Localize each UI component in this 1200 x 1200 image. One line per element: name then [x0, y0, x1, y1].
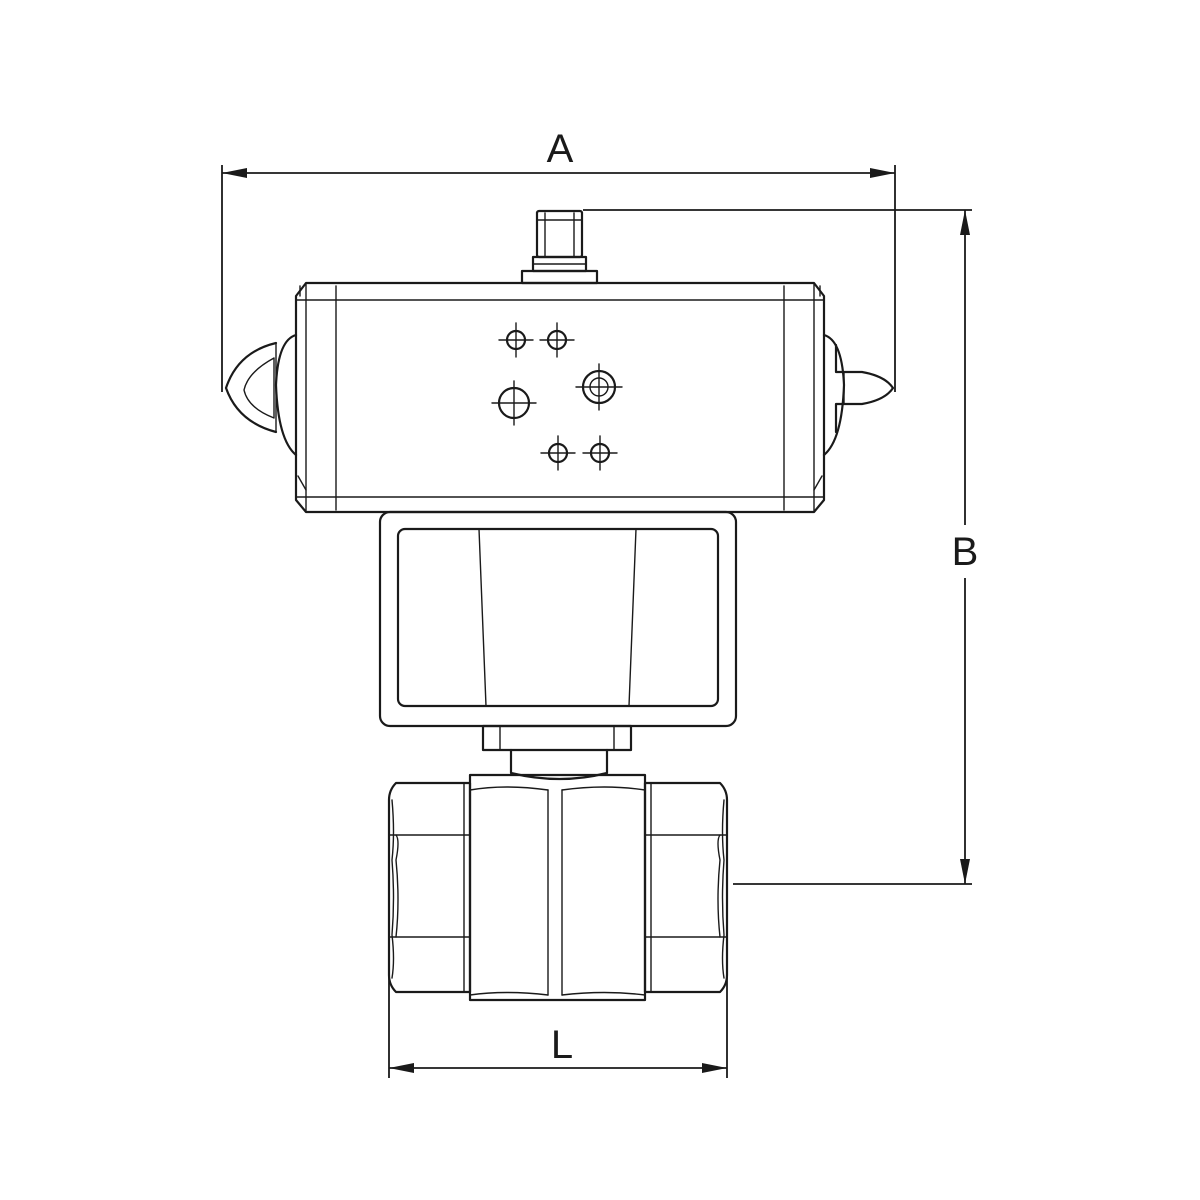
actuator-mounting-holes [491, 322, 623, 471]
dimension-a: A [221, 127, 896, 392]
pneumatic-actuator [224, 209, 895, 514]
dimension-b-label: B [952, 530, 979, 574]
ball-valve-body [387, 773, 729, 1002]
port-hole-bottom-right [582, 435, 618, 471]
port-hole-large-left [491, 380, 537, 426]
port-hole-top-right [539, 322, 575, 358]
dimension-b: B [583, 209, 979, 885]
valve-stem-coupling [481, 724, 633, 781]
dimension-l-arrow-left [389, 1063, 414, 1073]
dimension-a-label: A [547, 127, 574, 171]
valve-right-hex-end [643, 781, 729, 994]
port-hole-top-left [498, 322, 534, 358]
mounting-bracket [378, 510, 738, 728]
dimension-a-arrow-left [222, 168, 247, 178]
valve-center-body [463, 773, 652, 1002]
dimension-a-arrow-right [870, 168, 895, 178]
port-hole-large-right [575, 363, 623, 411]
dimension-l-arrow-right [702, 1063, 727, 1073]
dimension-l: L [388, 935, 728, 1078]
dimension-b-arrow-bottom [960, 859, 970, 884]
actuator-body [294, 281, 826, 514]
port-hole-bottom-left [540, 435, 576, 471]
dimension-l-label: L [551, 1023, 573, 1067]
actuator-right-end-cap [822, 333, 895, 457]
actuator-top-shaft [520, 209, 599, 285]
actuator-left-end-cap [224, 333, 298, 457]
valve-left-hex-end [387, 781, 472, 994]
dimension-b-arrow-top [960, 210, 970, 235]
